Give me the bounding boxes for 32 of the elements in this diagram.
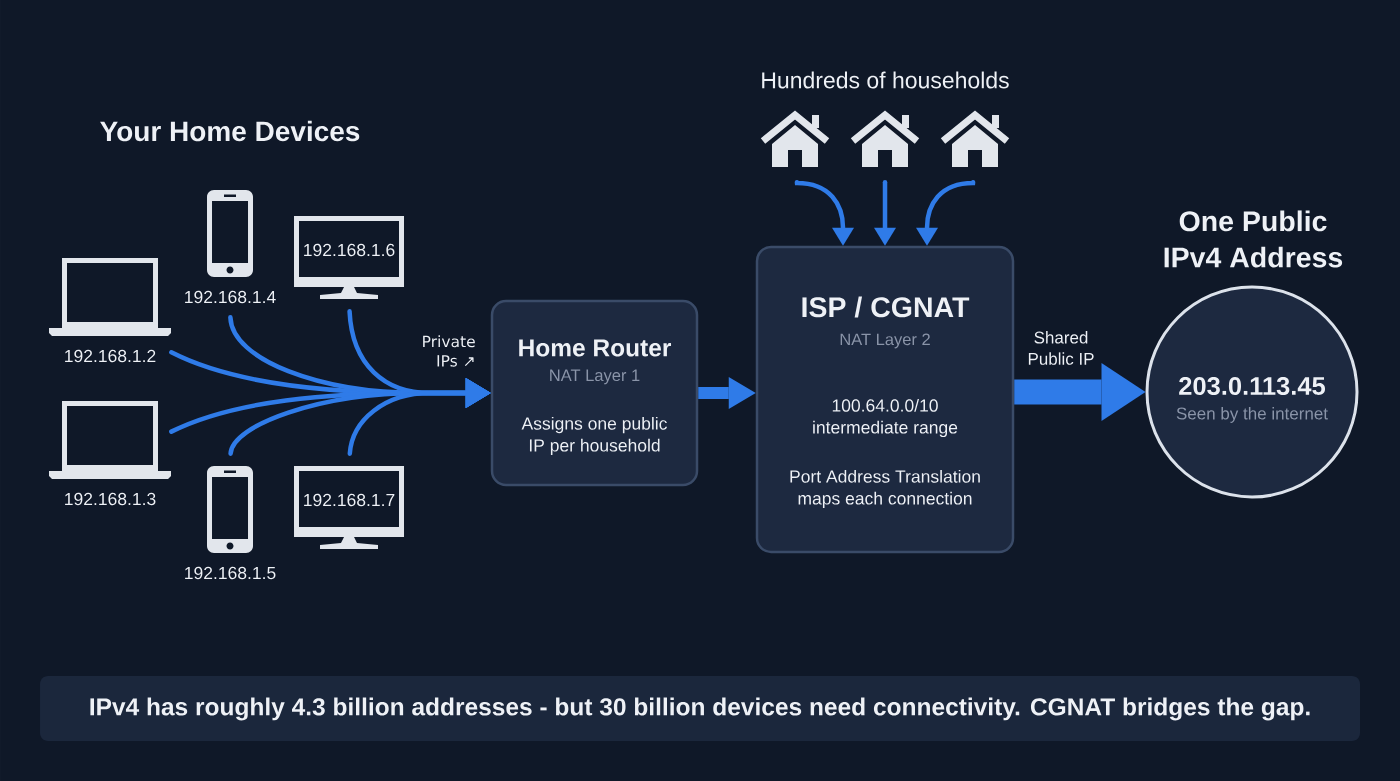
layer-label: NAT Layer 1 (550, 369, 640, 385)
edge-label: Shared Public IP (1028, 331, 1094, 365)
curved-arrow (916, 179, 976, 246)
address-range: 100.64.0.0/10 intermediate range (813, 398, 958, 438)
description-text: Assigns one public IP per household (521, 416, 667, 456)
ip-address: 192.168.1.7 (304, 493, 395, 507)
caption-text: Seen by the internet (1176, 407, 1328, 423)
router-box (490, 299, 699, 487)
caption-banner: IPv4 has roughly 4.3 billion addresses - but 30 billion devices need connectivity. CGNAT bridges the gap. (40, 676, 1360, 741)
edge-label: Private IPs ↗ (423, 335, 475, 367)
ip-address: 203.0.113.45 (1179, 376, 1325, 395)
ip-address: 192.168.1.2 (65, 349, 156, 363)
group-heading: Hundreds of households (762, 71, 1009, 89)
layer-label: NAT Layer 2 (840, 333, 930, 349)
house-icon (940, 110, 1010, 167)
house-icon (760, 110, 830, 167)
ip-address: 192.168.1.4 (185, 290, 276, 304)
cgnat-box (755, 245, 1015, 554)
section-heading: Your Home Devices (100, 120, 360, 142)
ip-address: 192.168.1.3 (65, 492, 156, 506)
curved-arrow (794, 179, 854, 246)
house-icon (850, 110, 920, 167)
description-text: Port Address Translation maps each connection (790, 469, 980, 509)
ip-address: 192.168.1.5 (185, 566, 276, 580)
ip-address: 192.168.1.6 (304, 243, 395, 257)
arrow (874, 180, 896, 246)
curved-arrow (347, 378, 491, 456)
arrow (698, 377, 756, 409)
arrow (1014, 363, 1146, 421)
box-heading: Home Router (519, 339, 671, 357)
box-heading: ISP / CGNAT (802, 296, 970, 318)
circle-heading: One Public IPv4 Address (1164, 210, 1343, 268)
